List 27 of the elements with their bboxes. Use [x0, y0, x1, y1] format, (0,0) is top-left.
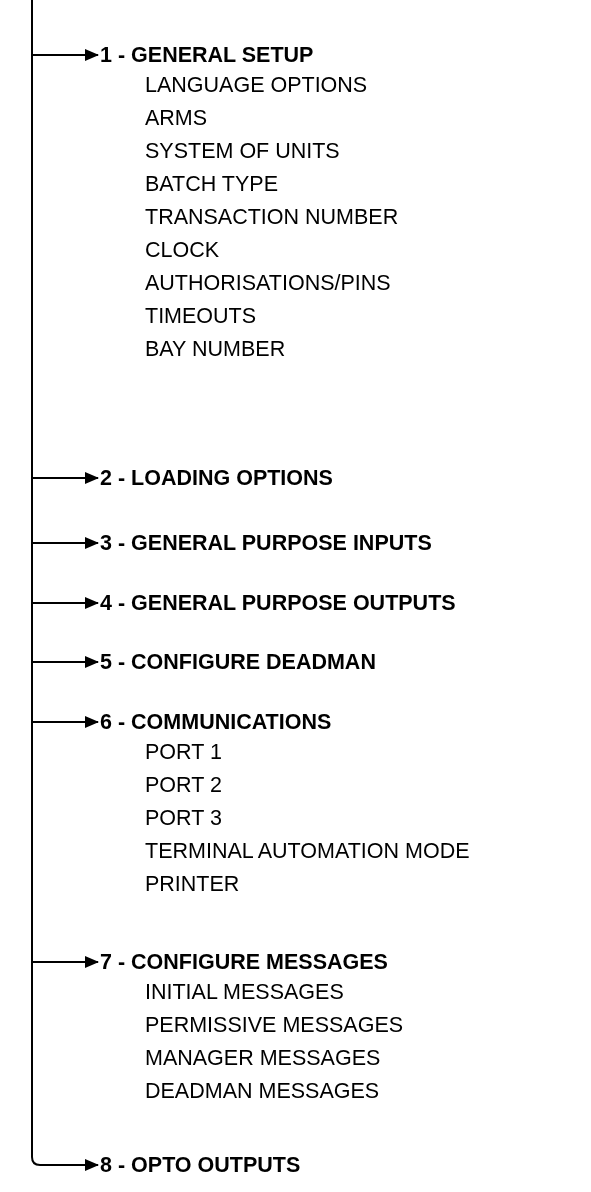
- menu-heading: 1 - GENERAL SETUP: [100, 42, 315, 69]
- menu-item: TERMINAL AUTOMATION MODE: [145, 838, 470, 865]
- menu-item: PORT 2: [145, 772, 223, 799]
- menu-item: TRANSACTION NUMBER: [145, 204, 399, 231]
- menu-item: CLOCK: [145, 237, 221, 264]
- menu-item: PORT 1: [145, 739, 223, 766]
- menu-item: DEADMAN MESSAGES: [145, 1078, 381, 1105]
- arrow: [31, 0, 99, 1171]
- menu-item: PERMISSIVE MESSAGES: [145, 1012, 404, 1039]
- menu-heading: 7 - CONFIGURE MESSAGES: [100, 949, 389, 976]
- menu-item: MANAGER MESSAGES: [145, 1045, 382, 1072]
- menu-item: PRINTER: [145, 871, 241, 898]
- menu-item: TIMEOUTS: [145, 303, 258, 330]
- menu-item: AUTHORISATIONS/PINS: [145, 270, 392, 297]
- menu-heading: 2 - LOADING OPTIONS: [100, 465, 333, 492]
- menu-item: PORT 3: [145, 805, 223, 832]
- menu-item: SYSTEM OF UNITS: [145, 138, 341, 165]
- menu-item: INITIAL MESSAGES: [145, 979, 345, 1006]
- menu-heading: 4 - GENERAL PURPOSE OUTPUTS: [100, 590, 456, 617]
- menu-item: BAY NUMBER: [145, 336, 287, 363]
- menu-item: LANGUAGE OPTIONS: [145, 72, 369, 99]
- menu-heading: 3 - GENERAL PURPOSE INPUTS: [100, 530, 432, 557]
- menu-heading: 5 - CONFIGURE DEADMAN: [100, 649, 376, 676]
- menu-item: BATCH TYPE: [145, 171, 279, 198]
- menu-heading: 6 - COMMUNICATIONS: [100, 709, 333, 736]
- menu-heading: 8 - OPTO OUTPUTS: [100, 1152, 301, 1179]
- menu-item: ARMS: [145, 105, 209, 132]
